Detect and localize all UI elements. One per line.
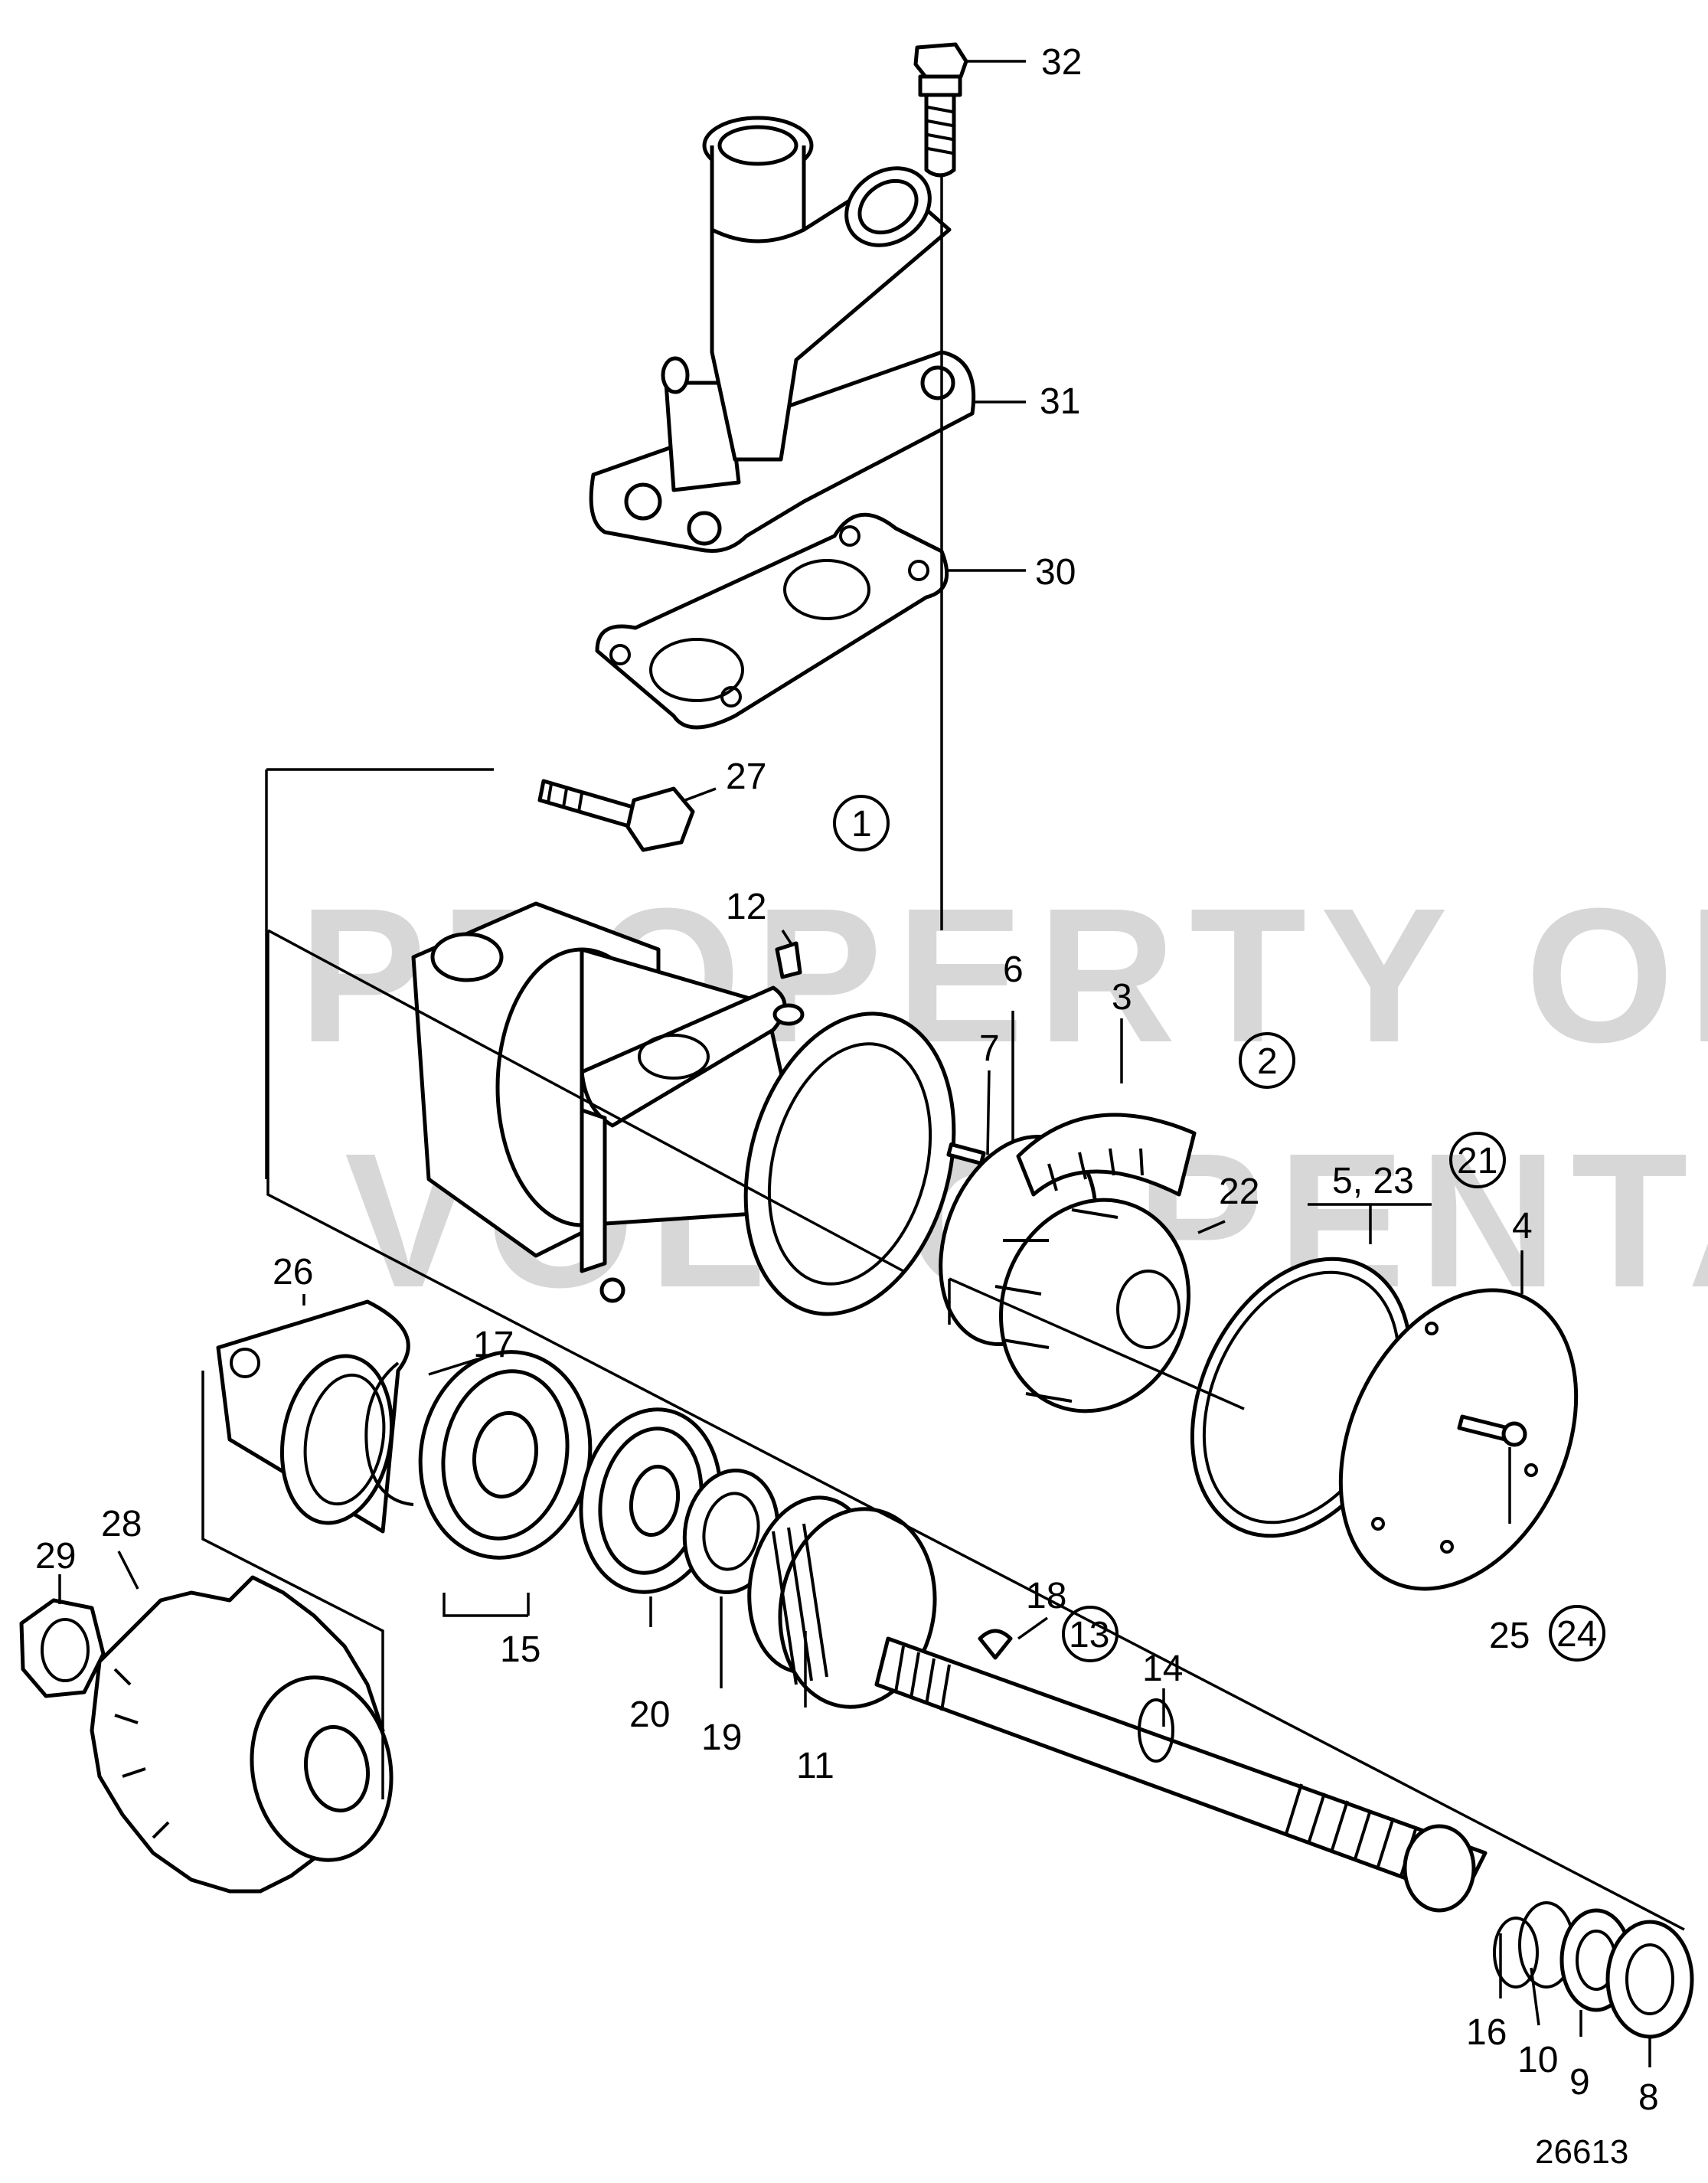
callout-24: 24 [1556,1614,1597,1655]
callout-7: 7 [979,1028,1000,1069]
callout-5-23: 5, 23 [1332,1161,1414,1201]
callout-30: 30 [1035,552,1076,593]
callout-26: 26 [273,1252,313,1292]
circlip-17 [364,1361,414,1506]
screw-25 [1457,1414,1527,1447]
drawing-number: 26613 [1535,2133,1628,2171]
key-18 [978,1629,1013,1660]
ball-bearing-15 [418,1350,593,1560]
callout-circles [833,795,1605,1662]
callout-8: 8 [1638,2077,1659,2118]
gasket-30 [595,512,949,730]
callout-14: 14 [1142,1649,1183,1689]
callout-25: 25 [1489,1616,1530,1656]
cover-plate-4 [1338,1288,1579,1591]
callout-16: 16 [1466,2012,1507,2053]
callout-20: 20 [629,1694,670,1735]
callout-10: 10 [1517,2040,1558,2080]
callout-22: 22 [1219,1172,1259,1212]
assembly-leader-lines [201,176,1685,1931]
cam-3 [1016,1113,1197,1197]
callout-32: 32 [1041,42,1082,83]
callout-19: 19 [701,1717,742,1758]
flange-plate-26 [216,1299,410,1534]
callout-29: 29 [35,1536,76,1577]
callout-28: 28 [101,1504,142,1544]
screw-12 [772,941,805,1026]
flange-bolt-32 [913,42,968,178]
outlet-cover-31 [589,116,976,554]
impeller-22 [994,1198,1191,1413]
callout-4: 4 [1512,1206,1533,1247]
pump-shaft-14 [874,1636,1488,1913]
callout-9: 9 [1569,2062,1590,2103]
bolt-27 [537,779,695,852]
callout-1: 1 [851,804,872,845]
callout-3: 3 [1112,977,1132,1018]
snap-ring-16 [1493,1917,1539,1989]
callout-31: 31 [1040,381,1080,422]
callout-2: 2 [1257,1041,1278,1082]
washer-8 [1605,1920,1694,2039]
callout-12: 12 [726,887,766,927]
callout-17: 17 [473,1325,514,1365]
callout-11: 11 [796,1746,834,1786]
pin-7 [946,1142,986,1165]
callout-15: 15 [500,1629,540,1670]
callout-leaders [58,60,1651,2067]
callout-21: 21 [1457,1141,1497,1181]
callout-13: 13 [1069,1615,1109,1655]
callout-18: 18 [1026,1576,1066,1616]
callout-27: 27 [726,757,766,797]
drive-gear-28 [90,1575,394,1894]
pump-housing [411,901,956,1316]
nut-29 [19,1598,106,1698]
callout-labels: 32 31 30 27 1 12 6 3 7 2 21 22 5, 23 4 2… [35,42,1659,2118]
callout-6: 6 [1003,949,1024,990]
